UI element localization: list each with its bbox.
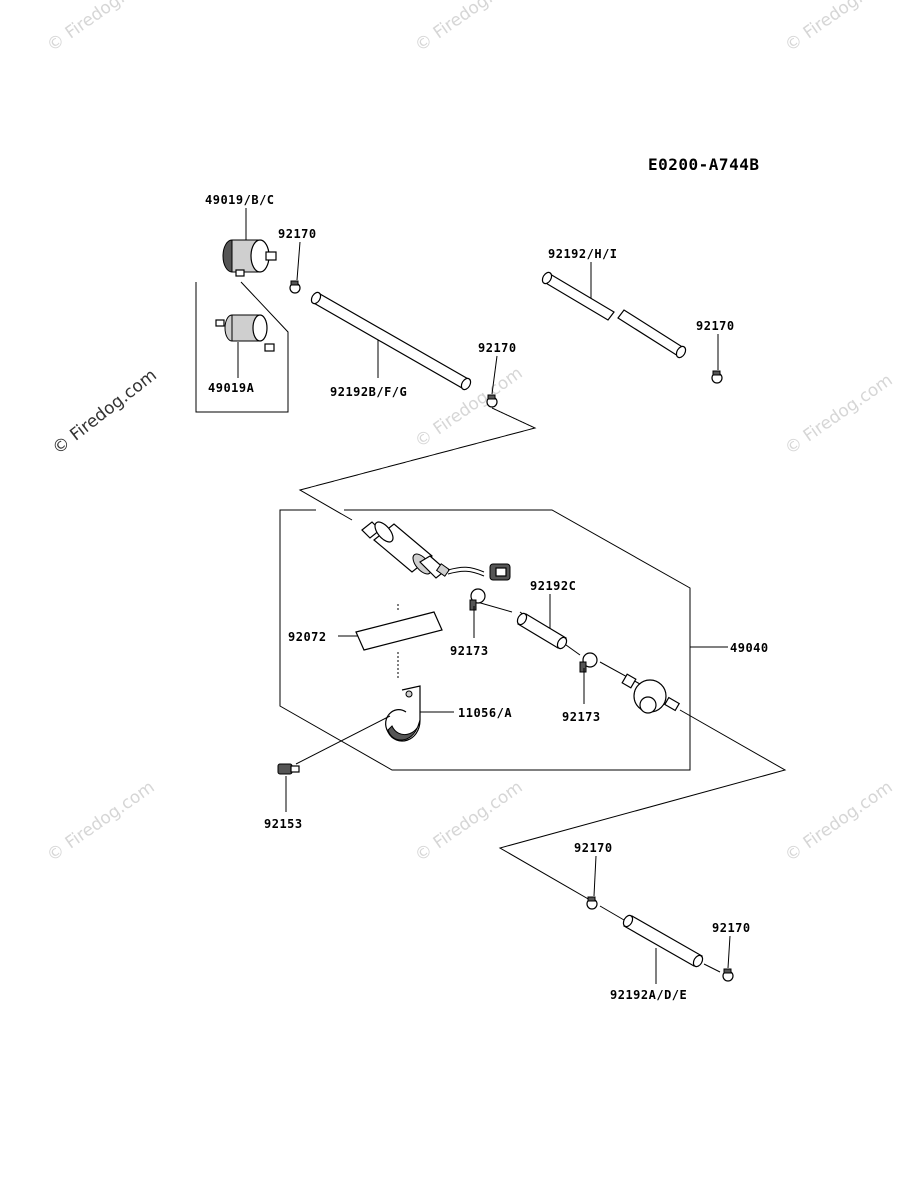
cushion-pad-92072 <box>355 611 443 651</box>
fuel-filter-49019bc <box>222 239 277 277</box>
label-92072: 92072 <box>288 630 327 644</box>
fuel-hose-92192ade <box>622 914 704 968</box>
label-92170-c: 92170 <box>696 319 735 333</box>
label-92153: 92153 <box>264 817 303 831</box>
pump-assembly-frame <box>279 509 691 771</box>
label-11056a: 11056/A <box>458 706 512 720</box>
watermark-text: © Firedog.com <box>411 0 526 56</box>
routing-line-top <box>298 407 537 521</box>
label-92170-b: 92170 <box>478 341 517 355</box>
label-49019a: 49019A <box>208 381 255 395</box>
label-92173-a: 92173 <box>450 644 489 658</box>
label-92170-d: 92170 <box>574 841 613 855</box>
watermark-text: © Firedog.com <box>43 777 158 866</box>
fuel-hose-92192bfg <box>310 291 472 391</box>
hose-clamp-92173-b <box>579 652 598 673</box>
watermark-text-dark: © Firedog.com <box>49 365 161 459</box>
watermark-text: © Firedog.com <box>781 0 896 56</box>
fuel-strainer <box>621 673 681 714</box>
label-92192c: 92192C <box>530 579 576 593</box>
bracket-11056a <box>385 685 421 742</box>
label-49019bc: 49019/B/C <box>205 193 275 207</box>
label-92192bfg: 92192B/F/G <box>330 385 407 399</box>
routing-line-bottom <box>498 709 787 901</box>
diagram-code: E0200-A744B <box>648 155 759 174</box>
label-92170-e: 92170 <box>712 921 751 935</box>
hose-clamp-92173-a <box>469 588 486 611</box>
hose-clamp-92170-b <box>486 394 498 408</box>
hose-clamp-92170-d <box>586 896 598 910</box>
label-92170-a: 92170 <box>278 227 317 241</box>
label-92192ade: 92192A/D/E <box>610 988 687 1002</box>
watermark-text: © Firedog.com <box>43 0 158 56</box>
label-92192hi: 92192/H/I <box>548 247 618 261</box>
fuel-filter-49019a <box>215 314 275 352</box>
watermark-text: © Firedog.com <box>781 370 896 459</box>
label-92173-b: 92173 <box>562 710 601 724</box>
inset-frame <box>195 281 289 413</box>
hose-clamp-92170-e <box>722 968 734 982</box>
watermark-text: © Firedog.com <box>411 363 526 452</box>
watermarks: © Firedog.com © Firedog.com © Firedog.co… <box>43 0 896 866</box>
hose-clamp-92170-c <box>711 370 723 384</box>
label-49040: 49040 <box>730 641 769 655</box>
bolt-92153 <box>277 763 300 775</box>
fuel-pump <box>361 521 511 581</box>
fuel-hose-92192c <box>516 612 568 650</box>
watermark-text: © Firedog.com <box>781 777 896 866</box>
fuel-hose-92192hi <box>541 271 687 359</box>
hose-clamp-92170-a <box>289 280 301 294</box>
